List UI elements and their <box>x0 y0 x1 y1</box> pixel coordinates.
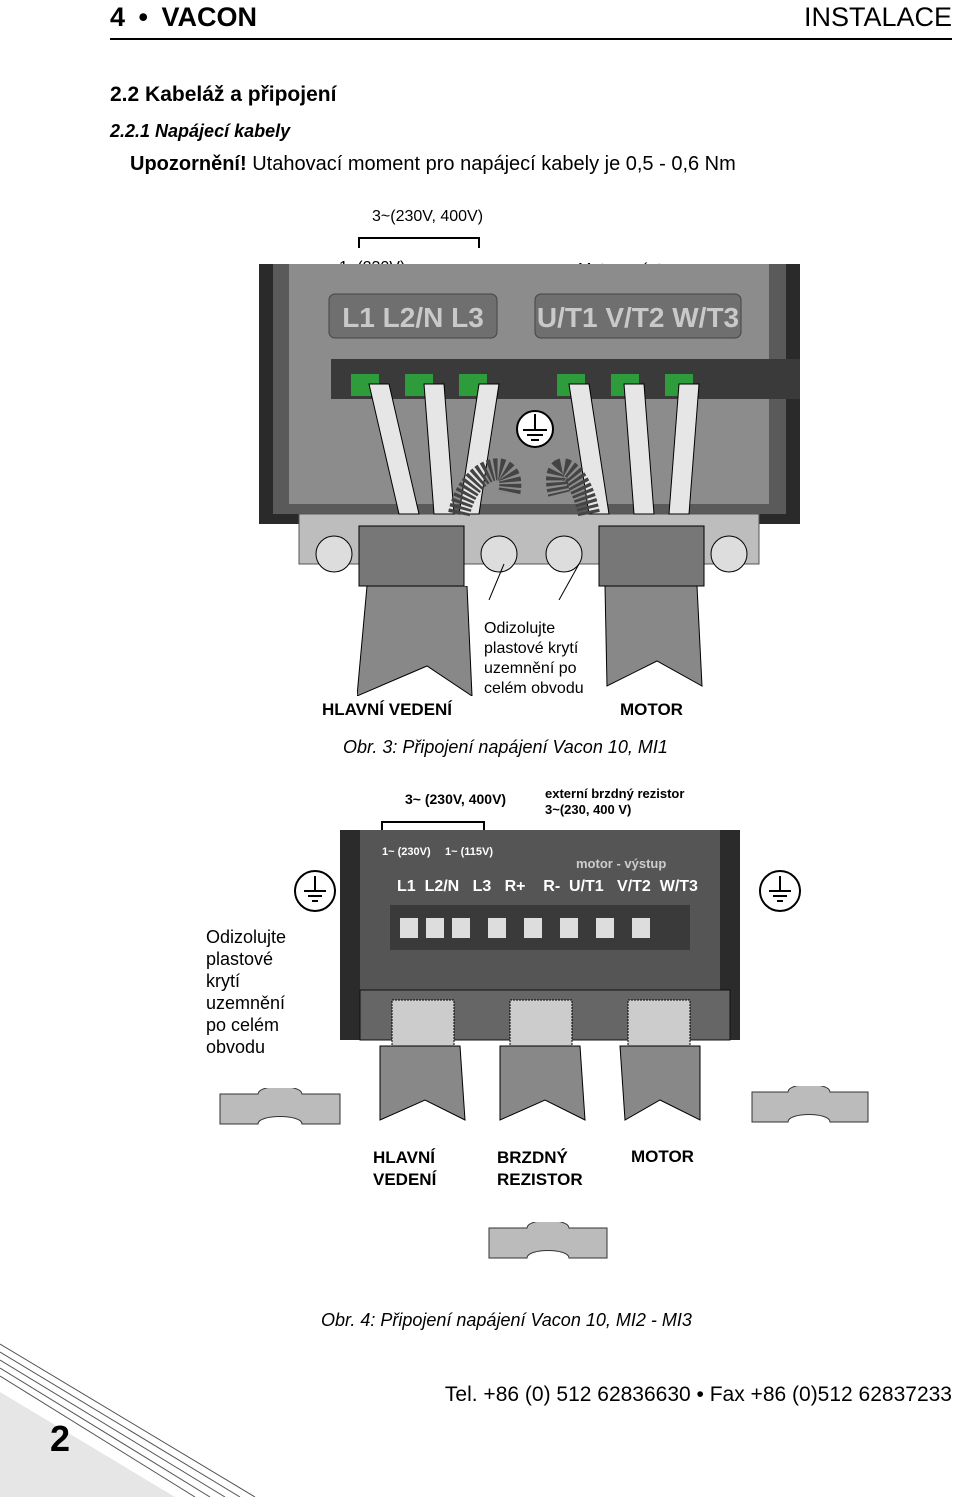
header-rule <box>110 38 952 40</box>
section-title: 2.2 Kabeláž a připojení <box>110 83 337 106</box>
fig2-label-motor: MOTOR <box>631 1147 694 1166</box>
chapter-tab-number: 2 <box>50 1418 71 1459</box>
fig1-caption: Obr. 3: Připojení napájení Vacon 10, MI1 <box>343 737 668 757</box>
fig1-note-line: plastové krytí <box>484 640 579 657</box>
fig1-note-line: celém obvodu <box>484 680 584 697</box>
fig2-label-1phase-230: 1~ (230V) <box>382 846 431 858</box>
contact-line: Tel. +86 (0) 512 62836630 • Fax +86 (0)5… <box>444 1383 952 1406</box>
fig1-terminals-motor: U/T1 V/T2 W/T3 <box>537 302 739 333</box>
fig2-brake-ext: externí brzdný rezistor 3~(230, 400 V) <box>545 786 684 818</box>
header-left: 4 • VACON <box>110 2 257 33</box>
fig2-label-mains: HLAVNÍ VEDENÍ <box>373 1147 436 1191</box>
fig1-label-3phase: 3~(230V, 400V) <box>372 208 484 225</box>
fig2-label-brake-line2: REZISTOR <box>497 1170 583 1189</box>
subsection-title: 2.2.1 Napájecí kabely <box>110 121 291 141</box>
chapter-tab-graphic <box>0 1340 260 1497</box>
fig2-bracket <box>381 821 485 834</box>
fig1-cable-ends <box>357 586 703 696</box>
fig2-label-mains-line2: VEDENÍ <box>373 1170 437 1189</box>
fig2-note-line: uzemnění <box>206 993 286 1013</box>
page-number: 4 <box>110 2 126 32</box>
cable-clamp <box>751 1086 869 1123</box>
cable-clamp <box>219 1088 341 1125</box>
fig2-label-brake-line1: BRZDNÝ <box>497 1148 568 1167</box>
fig2-note-line: plastové <box>206 949 274 969</box>
fig2-label-mains-line1: HLAVNÍ <box>373 1148 436 1167</box>
brand-name: VACON <box>161 2 258 32</box>
ground-icon <box>759 870 801 912</box>
chapter-title: INSTALACE <box>803 2 952 32</box>
fig2-brake-ext-line1: externí brzdný rezistor <box>545 786 685 801</box>
fig1-drive-illustration: L1 L2/N L3 U/T1 V/T2 W/T3 <box>259 264 800 600</box>
fig2-brake-ext-line2: 3~(230, 400 V) <box>545 802 632 817</box>
fig2-note-line: obvodu <box>206 1037 266 1057</box>
fig1-note: Odizolujte plastové krytí uzemnění po ce… <box>484 619 584 699</box>
fig2-note-line: krytí <box>206 971 240 991</box>
fig2-label-1phase-115: 1~ (115V) <box>445 846 494 858</box>
fig1-note-line: uzemnění po <box>484 660 577 677</box>
fig1-terminals-mains: L1 L2/N L3 <box>342 302 484 333</box>
fig2-label-3phase: 3~ (230V, 400V) <box>405 791 507 807</box>
fig2-caption: Obr. 4: Připojení napájení Vacon 10, MI2… <box>321 1310 692 1330</box>
warning-label: Upozornění! <box>130 153 247 175</box>
fig1-note-line: Odizolujte <box>484 620 556 637</box>
cable-clamp <box>488 1222 608 1259</box>
warning-text: Utahovací moment pro napájecí kabely je … <box>246 153 736 175</box>
fig2-note-line: Odizolujte <box>206 927 287 947</box>
fig1-label-mains: HLAVNÍ VEDENÍ <box>322 700 453 719</box>
ground-icon <box>294 870 336 912</box>
header-bullet: • <box>138 2 148 32</box>
fig1-label-motor: MOTOR <box>620 700 683 719</box>
fig2-label-brake: BRZDNÝ REZISTOR <box>497 1147 583 1191</box>
fig2-label-motor-out: motor - výstup <box>576 856 667 871</box>
fig2-terminals: L1 L2/N L3 R+ R- U/T1 V/T2 W/T3 <box>397 878 698 895</box>
fig2-note: Odizolujte plastové krytí uzemnění po ce… <box>206 926 286 1058</box>
fig2-note-line: po celém <box>206 1015 280 1035</box>
fig2-drive-illustration <box>340 830 740 1121</box>
warning-line: Upozornění! Utahovací moment pro napájec… <box>130 153 736 176</box>
